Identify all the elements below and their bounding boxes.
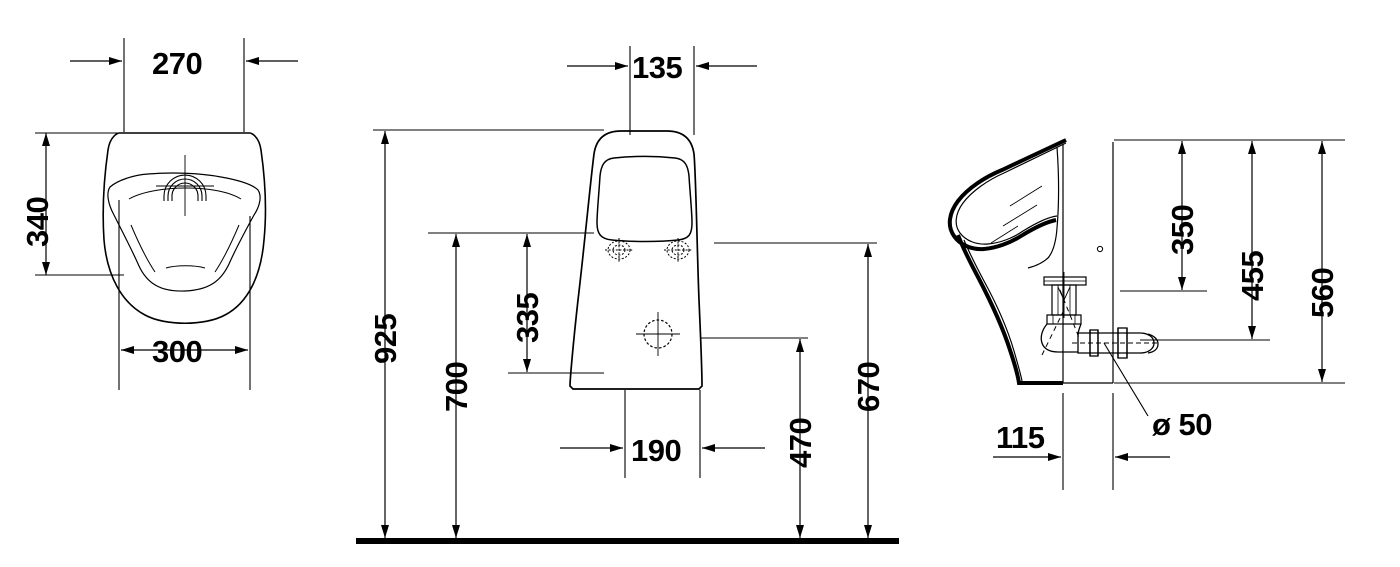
front-view [35,38,298,390]
side-view-bowl-profile [955,142,1067,382]
side-view-shading-lines [990,185,1043,244]
mounting-hole-right-icon [664,238,692,262]
wall-fixing-dot-icon [1096,245,1104,253]
mounting-hole-left-icon [605,238,633,262]
dim-label-925: 925 [368,314,403,364]
side-view [947,138,1345,490]
front-view-shading-lines [128,187,242,273]
dim-label-335: 335 [510,293,545,343]
front-view-bowl-rim [107,172,261,292]
dim-label-455: 455 [1235,251,1270,301]
front-view-extension-lines [35,38,251,390]
dim-label-340: 340 [20,197,55,247]
front-view-inlet-symbol [156,155,214,216]
outlet-diameter-leader [1103,342,1149,417]
dim-label-190: 190 [631,433,681,468]
install-bowl-opening [596,155,693,243]
trap-flange-assembly [1043,272,1087,325]
trap-elbow-pipe [1040,323,1082,353]
install-extension-lines [373,46,877,478]
dim-label-560: 560 [1305,268,1340,318]
dim-label-270: 270 [152,46,202,81]
front-view-body-outline [102,132,267,325]
side-view-hidden-lines [1041,289,1081,356]
dim-label-670: 670 [851,362,886,412]
installation-view [356,46,899,544]
dim-label-300: 300 [152,334,202,369]
dim-label-135: 135 [632,50,682,85]
dim-label-115: 115 [996,420,1045,455]
dim-label-700: 700 [439,362,474,412]
install-outlet-symbol [636,312,680,356]
dim-label-diameter-50: ø 50 [1152,407,1212,442]
side-view-wall-plate [1062,142,1114,384]
dim-label-350: 350 [1165,205,1200,255]
install-body-outline [569,130,703,390]
outlet-pipe [1072,327,1160,359]
side-view-reference-lines [1062,139,1345,490]
dim-label-470: 470 [783,418,818,468]
side-view-body-outline [947,138,1067,385]
